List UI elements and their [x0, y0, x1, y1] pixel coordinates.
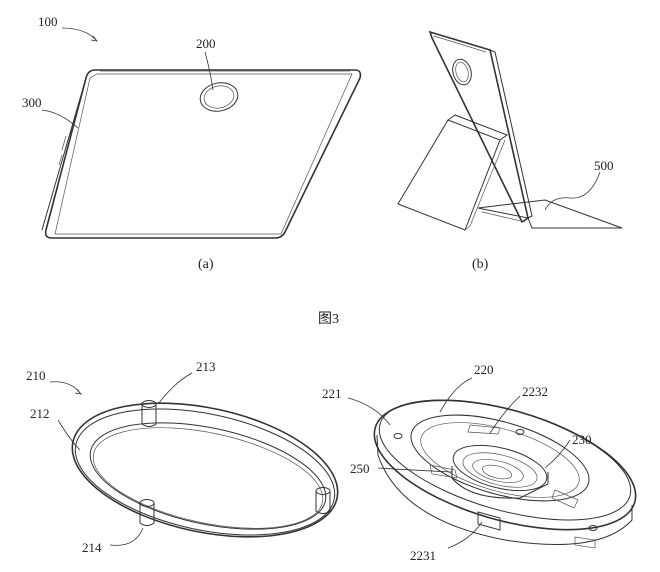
- label-212: 212: [30, 406, 50, 421]
- ring-200: [199, 82, 239, 112]
- label-250: 250: [350, 461, 370, 476]
- spring-230: [451, 444, 549, 499]
- figure-caption: 图3: [318, 312, 339, 327]
- post-213: [141, 400, 157, 427]
- tablet-b: [397, 30, 623, 231]
- label-200: 200: [196, 36, 216, 51]
- caption-b: (b): [472, 257, 489, 272]
- label-221: 221: [322, 386, 342, 401]
- ring-210: [71, 400, 339, 538]
- label-214: 214: [82, 540, 102, 555]
- label-2231: 2231: [410, 548, 436, 563]
- post-214: [139, 499, 155, 526]
- label-230: 230: [572, 432, 592, 447]
- label-100: 100: [38, 14, 58, 29]
- caption-a: (a): [198, 257, 214, 272]
- label-210: 210: [26, 368, 46, 383]
- label-300: 300: [22, 95, 42, 110]
- label-500: 500: [594, 158, 614, 173]
- tablet-a: [41, 69, 362, 239]
- post-right: [315, 487, 331, 514]
- label-220: 220: [474, 362, 494, 377]
- stand-500: [397, 119, 501, 231]
- leader-lines: [41, 27, 601, 549]
- label-213: 213: [196, 359, 216, 374]
- label-2232: 2232: [522, 384, 548, 399]
- base-220: [373, 399, 637, 549]
